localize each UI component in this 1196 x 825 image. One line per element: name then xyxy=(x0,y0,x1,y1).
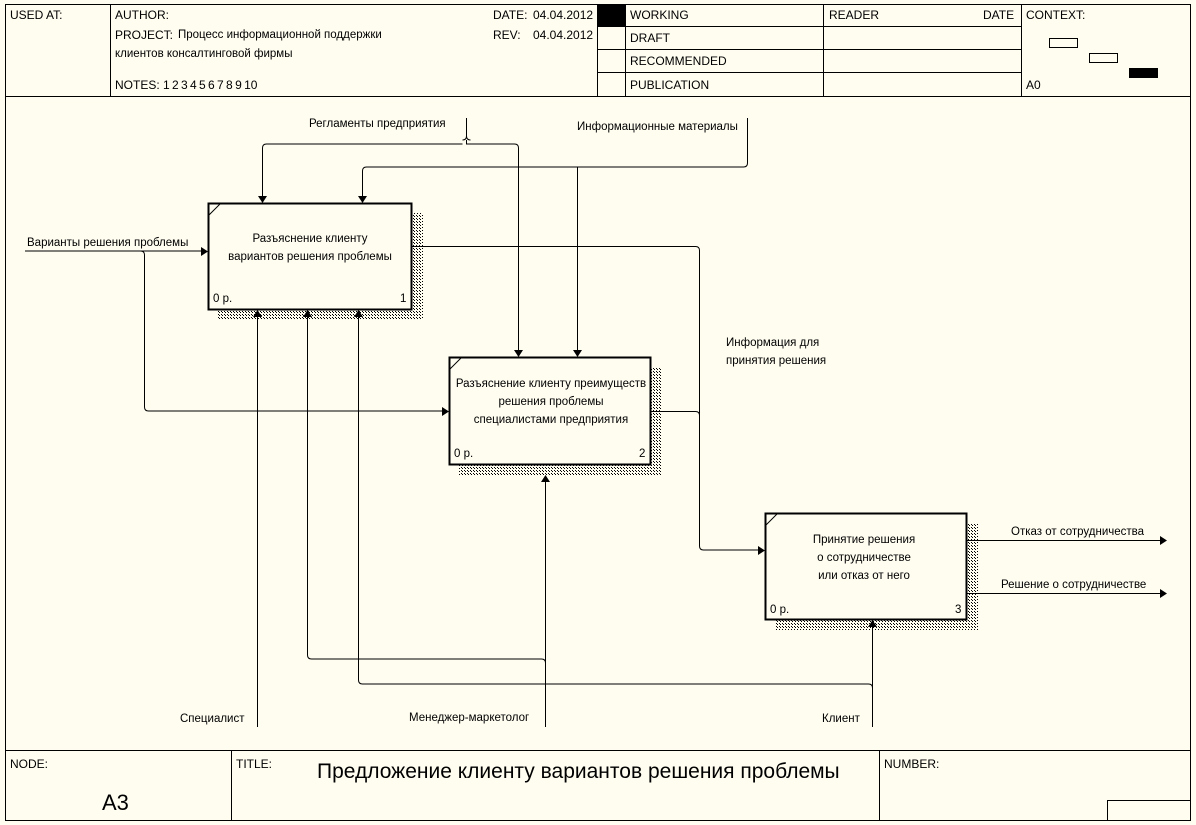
arrow-info-for-decision xyxy=(411,246,758,551)
title-value: Предложение клиенту вариантов решения пр… xyxy=(317,760,840,783)
box-3-label: Принятие решения о сотрудничестве или от… xyxy=(813,531,915,585)
arrow-client xyxy=(358,317,873,727)
rev-label: REV: xyxy=(493,28,521,42)
arrow-reglaments-to-box2 xyxy=(466,140,519,350)
context-node: A0 xyxy=(1026,78,1041,92)
box-3-cost: 0 р. xyxy=(770,604,790,616)
box-1-label: Разъяснение клиенту вариантов решения пр… xyxy=(228,230,392,266)
context-thumbnail xyxy=(1049,38,1158,78)
label-manager: Менеджер-маркетолог xyxy=(409,712,530,724)
box-1-line1: Разъяснение клиенту xyxy=(252,233,368,245)
status-draft: DRAFT xyxy=(630,31,670,45)
arrow-info-materials xyxy=(362,118,748,196)
reader-date-label: DATE xyxy=(983,8,1015,22)
arrow-reglaments-bracket xyxy=(462,118,471,141)
project-label: PROJECT: xyxy=(115,28,174,42)
title-label: TITLE: xyxy=(236,757,273,771)
project-line1: Процесс информационной поддержки xyxy=(178,29,382,41)
label-reglaments: Регламенты предприятия xyxy=(309,118,446,130)
box-2-line1: Разъяснение клиенту преимуществ xyxy=(455,378,647,390)
box-1-cost: 0 р. xyxy=(213,293,233,305)
label-info-materials: Информационные материалы xyxy=(577,121,738,133)
rev-value: 04.04.2012 xyxy=(533,28,594,42)
box-2-cost: 0 р. xyxy=(454,448,474,460)
box-1-line2: вариантов решения проблемы xyxy=(228,251,392,263)
date-label: DATE: xyxy=(493,8,528,22)
box-3-line3: или отказ от него xyxy=(818,570,910,582)
box-2-line3: специалистами предприятия xyxy=(473,414,629,426)
box-2-number: 2 xyxy=(639,448,646,460)
label-client: Клиент xyxy=(822,713,860,725)
used-at-label: USED AT: xyxy=(10,8,63,22)
box-3-number: 3 xyxy=(955,604,962,616)
status-recommended: RECOMMENDED xyxy=(630,54,727,68)
box-1[interactable] xyxy=(207,202,413,311)
context-label: CONTEXT: xyxy=(1026,8,1086,22)
author-label: AUTHOR: xyxy=(115,8,169,22)
box-1-number: 1 xyxy=(400,293,407,305)
box-2-label: Разъяснение клиенту преимуществ решения … xyxy=(456,375,646,429)
label-info-for-decision-2: принятия решения xyxy=(726,355,827,367)
notes-label: NOTES: xyxy=(115,78,160,92)
label-specialist: Специалист xyxy=(180,713,245,725)
node-value: A3 xyxy=(102,790,129,815)
label-refusal-output: Отказ от сотрудничества xyxy=(1011,526,1145,538)
node-label: NODE: xyxy=(10,757,49,771)
project-line2: клиентов консалтинговой фирмы xyxy=(115,48,293,60)
number-label: NUMBER: xyxy=(884,757,940,771)
box-2-line2: решения проблемы xyxy=(498,396,604,408)
box-3-line2: о сотрудничестве xyxy=(817,552,911,564)
working-status-marker xyxy=(598,5,625,26)
notes-values: 1 2 3 4 5 6 7 8 9 10 xyxy=(163,78,258,92)
arrow-variants-to-box2 xyxy=(140,250,442,412)
box-3[interactable] xyxy=(764,512,968,621)
label-decision-output: Решение о сотрудничестве xyxy=(1001,579,1147,591)
arrow-manager xyxy=(307,317,546,727)
footer-frame xyxy=(5,750,1191,821)
label-variants-input: Варианты решения проблемы xyxy=(27,237,189,249)
box-2[interactable] xyxy=(448,356,652,466)
date-value: 04.04.2012 xyxy=(533,8,594,22)
arrowheads xyxy=(201,196,1167,627)
reader-label: READER xyxy=(829,8,880,22)
status-working: WORKING xyxy=(630,8,689,22)
arrow-box2-output xyxy=(651,411,700,416)
box-3-line1: Принятие решения xyxy=(812,534,916,546)
status-publication: PUBLICATION xyxy=(630,78,710,92)
arrow-reglaments-to-box1 xyxy=(262,143,463,196)
label-info-for-decision-1: Информация для xyxy=(726,337,820,349)
